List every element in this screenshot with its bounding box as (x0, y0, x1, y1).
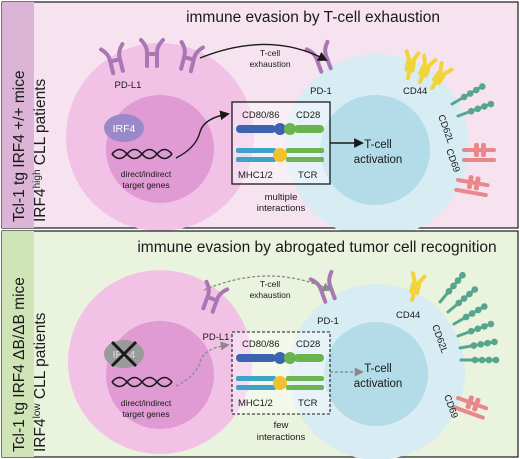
cd28-label: CD28 (296, 110, 320, 121)
cd80-cd28-pair (236, 352, 324, 364)
irf4-to-synapse-arrow (175, 110, 230, 159)
panel-top-side-band (2, 2, 34, 228)
pd-l1-label: PD-L1 (115, 80, 142, 91)
panel-bottom-side-line2: IRF4low CLL patients (32, 312, 49, 452)
target-genes-line2: target genes (122, 180, 169, 190)
cd8086-label: CD80/86 (242, 339, 280, 350)
panel-top-side-line1: Tcl-1 tg IRF4 +/+ mice (11, 70, 28, 222)
cd44-label: CD44 (396, 310, 420, 321)
pd-1-label: PD-1 (310, 86, 332, 97)
mhc-label: MHC1/2 (238, 170, 273, 181)
exhaustion-label-line2: exhaustion (249, 59, 290, 69)
synapse-box-dashed (231, 331, 331, 415)
activation-line2: activation (354, 154, 403, 166)
irf4-label: IRF4 (113, 123, 136, 135)
irf4-to-synapse-arrow-dashed (175, 341, 230, 387)
exhaustion-label-line1: T-cell (260, 279, 280, 289)
panel-bottom-side-line1: Tcl-1 tg IRF4 ΔB/ΔB mice (11, 277, 28, 452)
panel-bottom-side-band (2, 231, 34, 457)
cd80-cd28-pair (236, 123, 324, 135)
mhc-tcr-pair (236, 376, 324, 390)
activation-line1: T-cell (364, 363, 391, 375)
exhaustion-label-line2: exhaustion (249, 290, 290, 300)
interactions-line1: few (274, 420, 289, 431)
tcr-label: TCR (298, 398, 318, 409)
mhc-tcr-pair (236, 148, 324, 162)
tcr-label: TCR (298, 170, 318, 181)
cross-icon (110, 340, 138, 368)
cd28-label: CD28 (296, 339, 320, 350)
t-cell-nucleus (324, 322, 428, 426)
exhaustion-label-line1: T-cell (260, 48, 280, 58)
activation-line2: activation (354, 378, 403, 390)
irf4-protein (104, 114, 144, 142)
panel-top-side-line2: IRF4high CLL patients (32, 78, 49, 222)
exhaustion-arrow (199, 43, 328, 61)
pd-l1-label: PD-L1 (203, 332, 230, 343)
cd44-label: CD44 (403, 86, 427, 97)
interactions-line2: interactions (257, 432, 306, 443)
interactions-line1: multiple (265, 192, 298, 203)
panel-top-title: immune evasion by T-cell exhaustion (186, 9, 440, 26)
t-cell-nucleus (320, 95, 430, 205)
target-genes-line1: direct/indirect (121, 169, 172, 179)
cd8086-label: CD80/86 (242, 110, 280, 121)
interactions-line2: interactions (257, 203, 306, 214)
pd-1-label: PD-1 (317, 316, 339, 327)
target-genes-line2: target genes (122, 409, 169, 419)
panel-bottom-title: immune evasion by abrogated tumor cell r… (137, 239, 496, 256)
exhaustion-arrow-dashed (203, 275, 332, 292)
mhc-label: MHC1/2 (238, 398, 273, 409)
activation-line1: T-cell (364, 139, 391, 151)
panel-bottom: Tcl-1 tg IRF4 ΔB/ΔB mice IRF4low CLL pat… (1, 230, 519, 459)
panel-top: Tcl-1 tg IRF4 +/+ mice IRF4high CLL pati… (1, 1, 519, 238)
target-genes-line1: direct/indirect (121, 398, 172, 408)
